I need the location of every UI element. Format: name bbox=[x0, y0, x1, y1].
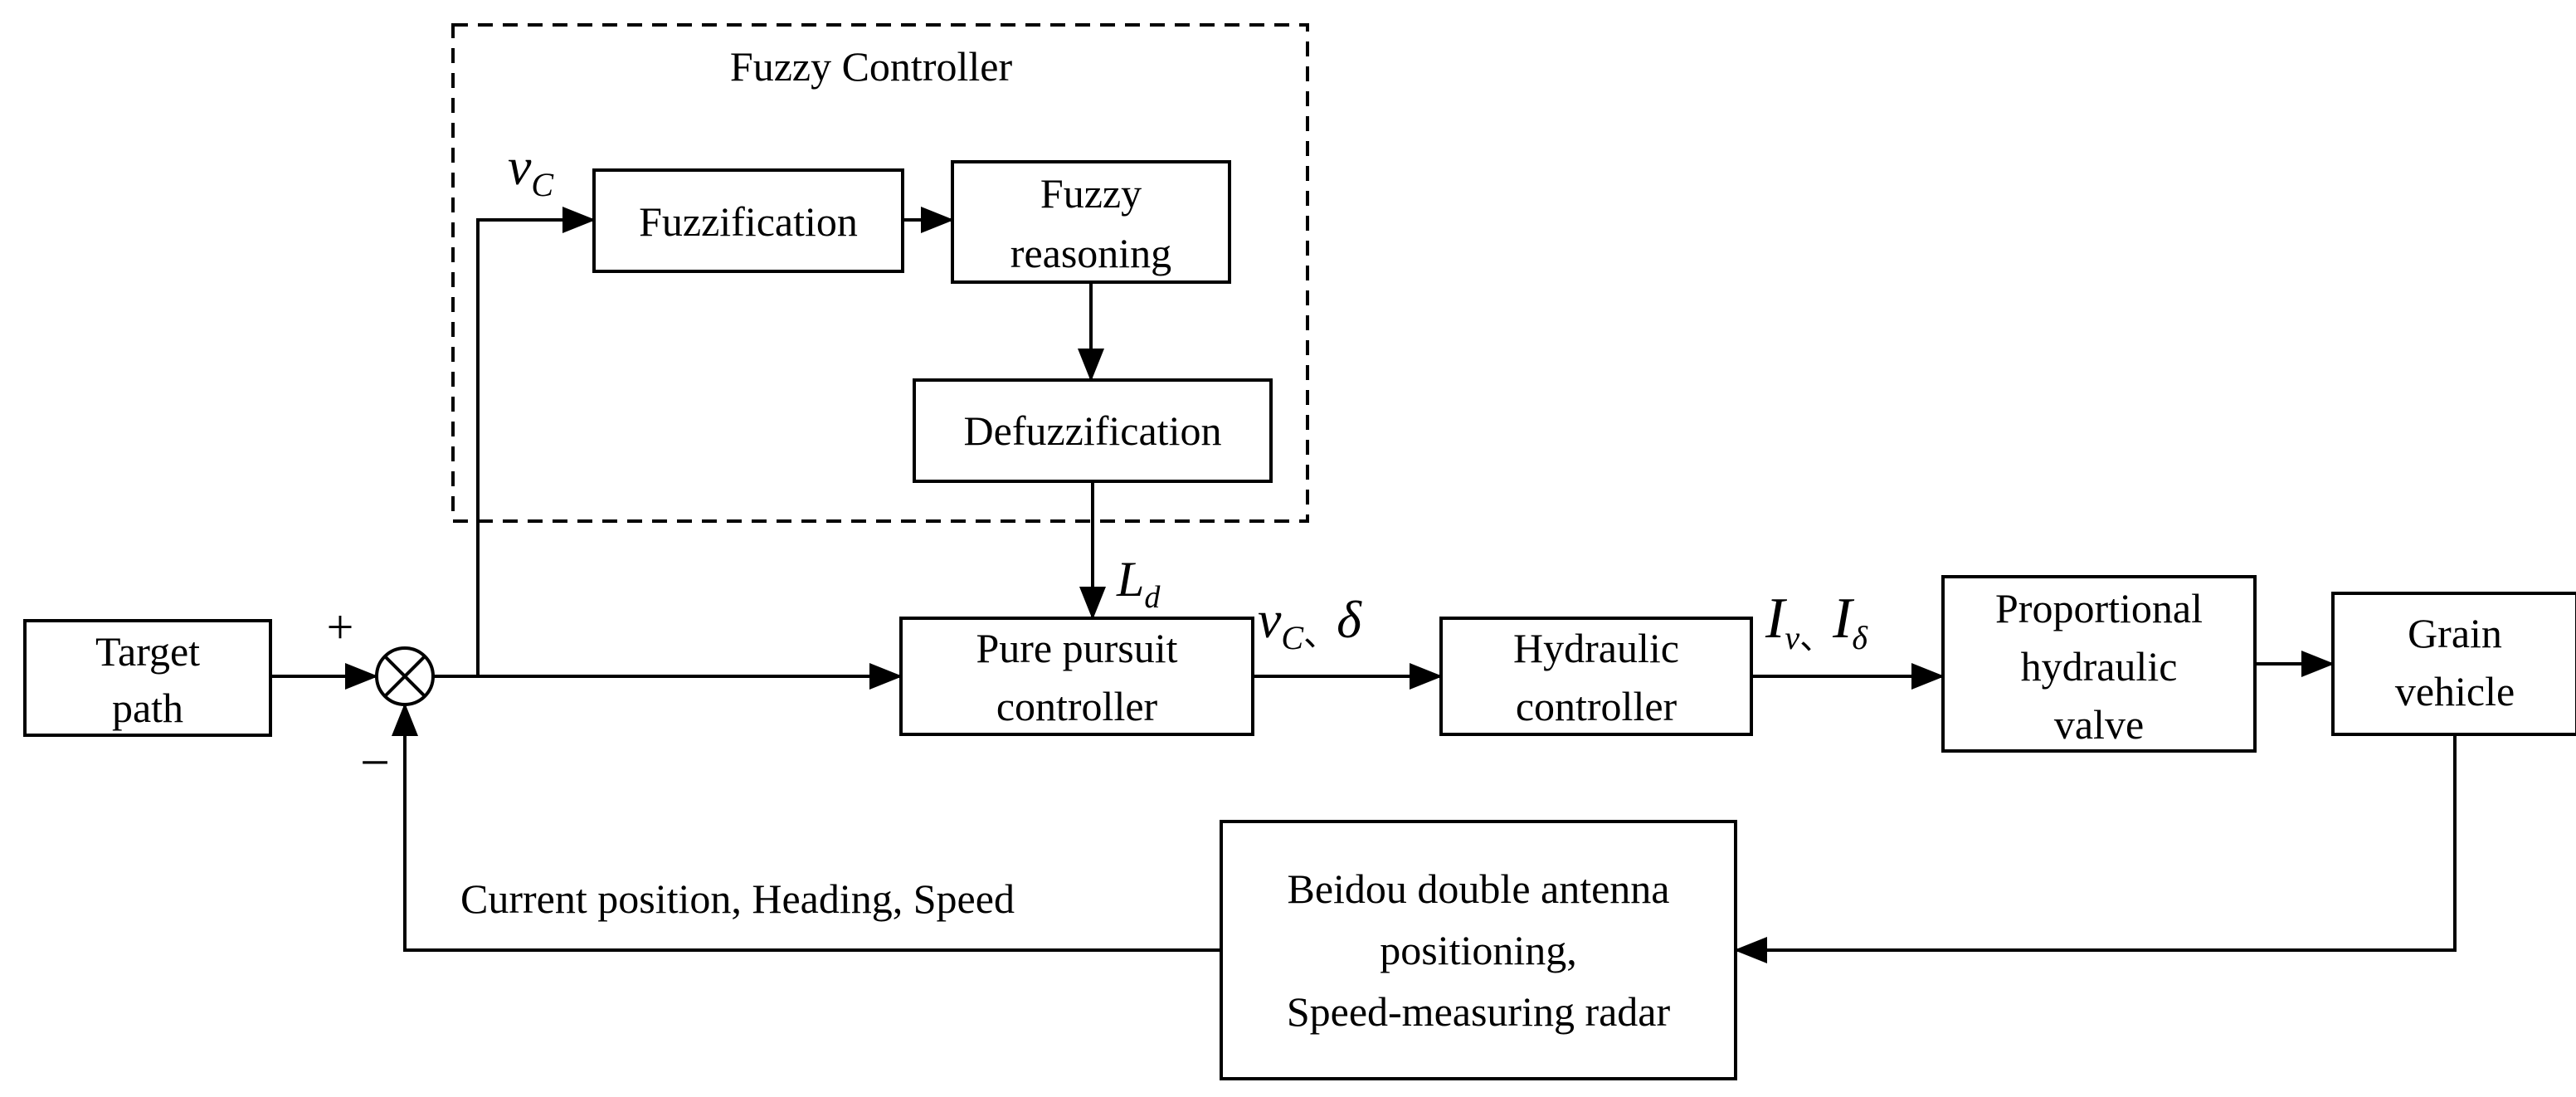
grain-vehicle-block bbox=[2331, 592, 2576, 736]
fuzzification-block bbox=[592, 168, 904, 273]
ld-signal-label: Ld bbox=[1116, 552, 1161, 615]
arrow-junction-to-fuzzification bbox=[433, 207, 596, 678]
hydraulic-label-line1: Hydraulic bbox=[1513, 625, 1679, 671]
fuzzy-controller-boundary bbox=[451, 23, 1309, 523]
hydraulic-label-line2: controller bbox=[1516, 683, 1678, 729]
arrow-vehicle-to-sensor bbox=[1734, 734, 2457, 963]
beidou-sensor-block bbox=[1220, 820, 1737, 1080]
fuzzy-reasoning-label-line1: Fuzzy bbox=[1040, 170, 1142, 217]
pure-pursuit-label-line1: Pure pursuit bbox=[976, 625, 1177, 671]
defuzzification-label: Defuzzification bbox=[964, 407, 1222, 454]
iv-idelta-signal-label: Iv、Iδ bbox=[1765, 587, 1868, 656]
sensor-label-line1: Beidou double antenna bbox=[1288, 865, 1670, 912]
proportional-valve-block bbox=[1941, 575, 2257, 753]
fuzzy-reasoning-block bbox=[951, 160, 1231, 284]
feedback-signal-label: Current position, Heading, Speed bbox=[460, 875, 1015, 922]
hydraulic-controller-block bbox=[1439, 617, 1753, 736]
vehicle-label-line1: Grain bbox=[2408, 610, 2502, 656]
target-path-label-line2: path bbox=[112, 685, 183, 731]
minus-sign: − bbox=[360, 733, 390, 792]
vc-signal-label: vC bbox=[508, 137, 554, 203]
pure-pursuit-label-line2: controller bbox=[996, 683, 1158, 729]
sensor-label-line3: Speed-measuring radar bbox=[1287, 988, 1671, 1035]
valve-label-line3: valve bbox=[2054, 701, 2144, 748]
plus-sign: + bbox=[327, 600, 354, 654]
vc-delta-signal-label: vC、δ bbox=[1258, 590, 1362, 656]
sensor-label-line2: positioning, bbox=[1380, 927, 1577, 973]
fuzzification-label: Fuzzification bbox=[639, 198, 858, 245]
fuzzy-controller-title: Fuzzy Controller bbox=[730, 43, 1013, 90]
valve-label-line1: Proportional bbox=[1995, 585, 2203, 631]
target-path-label-line1: Target bbox=[95, 628, 200, 675]
summing-junction bbox=[375, 646, 435, 706]
arrow-sensor-to-junction bbox=[392, 703, 1221, 952]
pure-pursuit-controller-block bbox=[899, 617, 1254, 736]
fuzzy-reasoning-label-line2: reasoning bbox=[1010, 230, 1171, 276]
vehicle-label-line2: vehicle bbox=[2395, 668, 2515, 714]
target-path-block bbox=[23, 619, 272, 737]
valve-label-line2: hydraulic bbox=[2021, 643, 2178, 690]
